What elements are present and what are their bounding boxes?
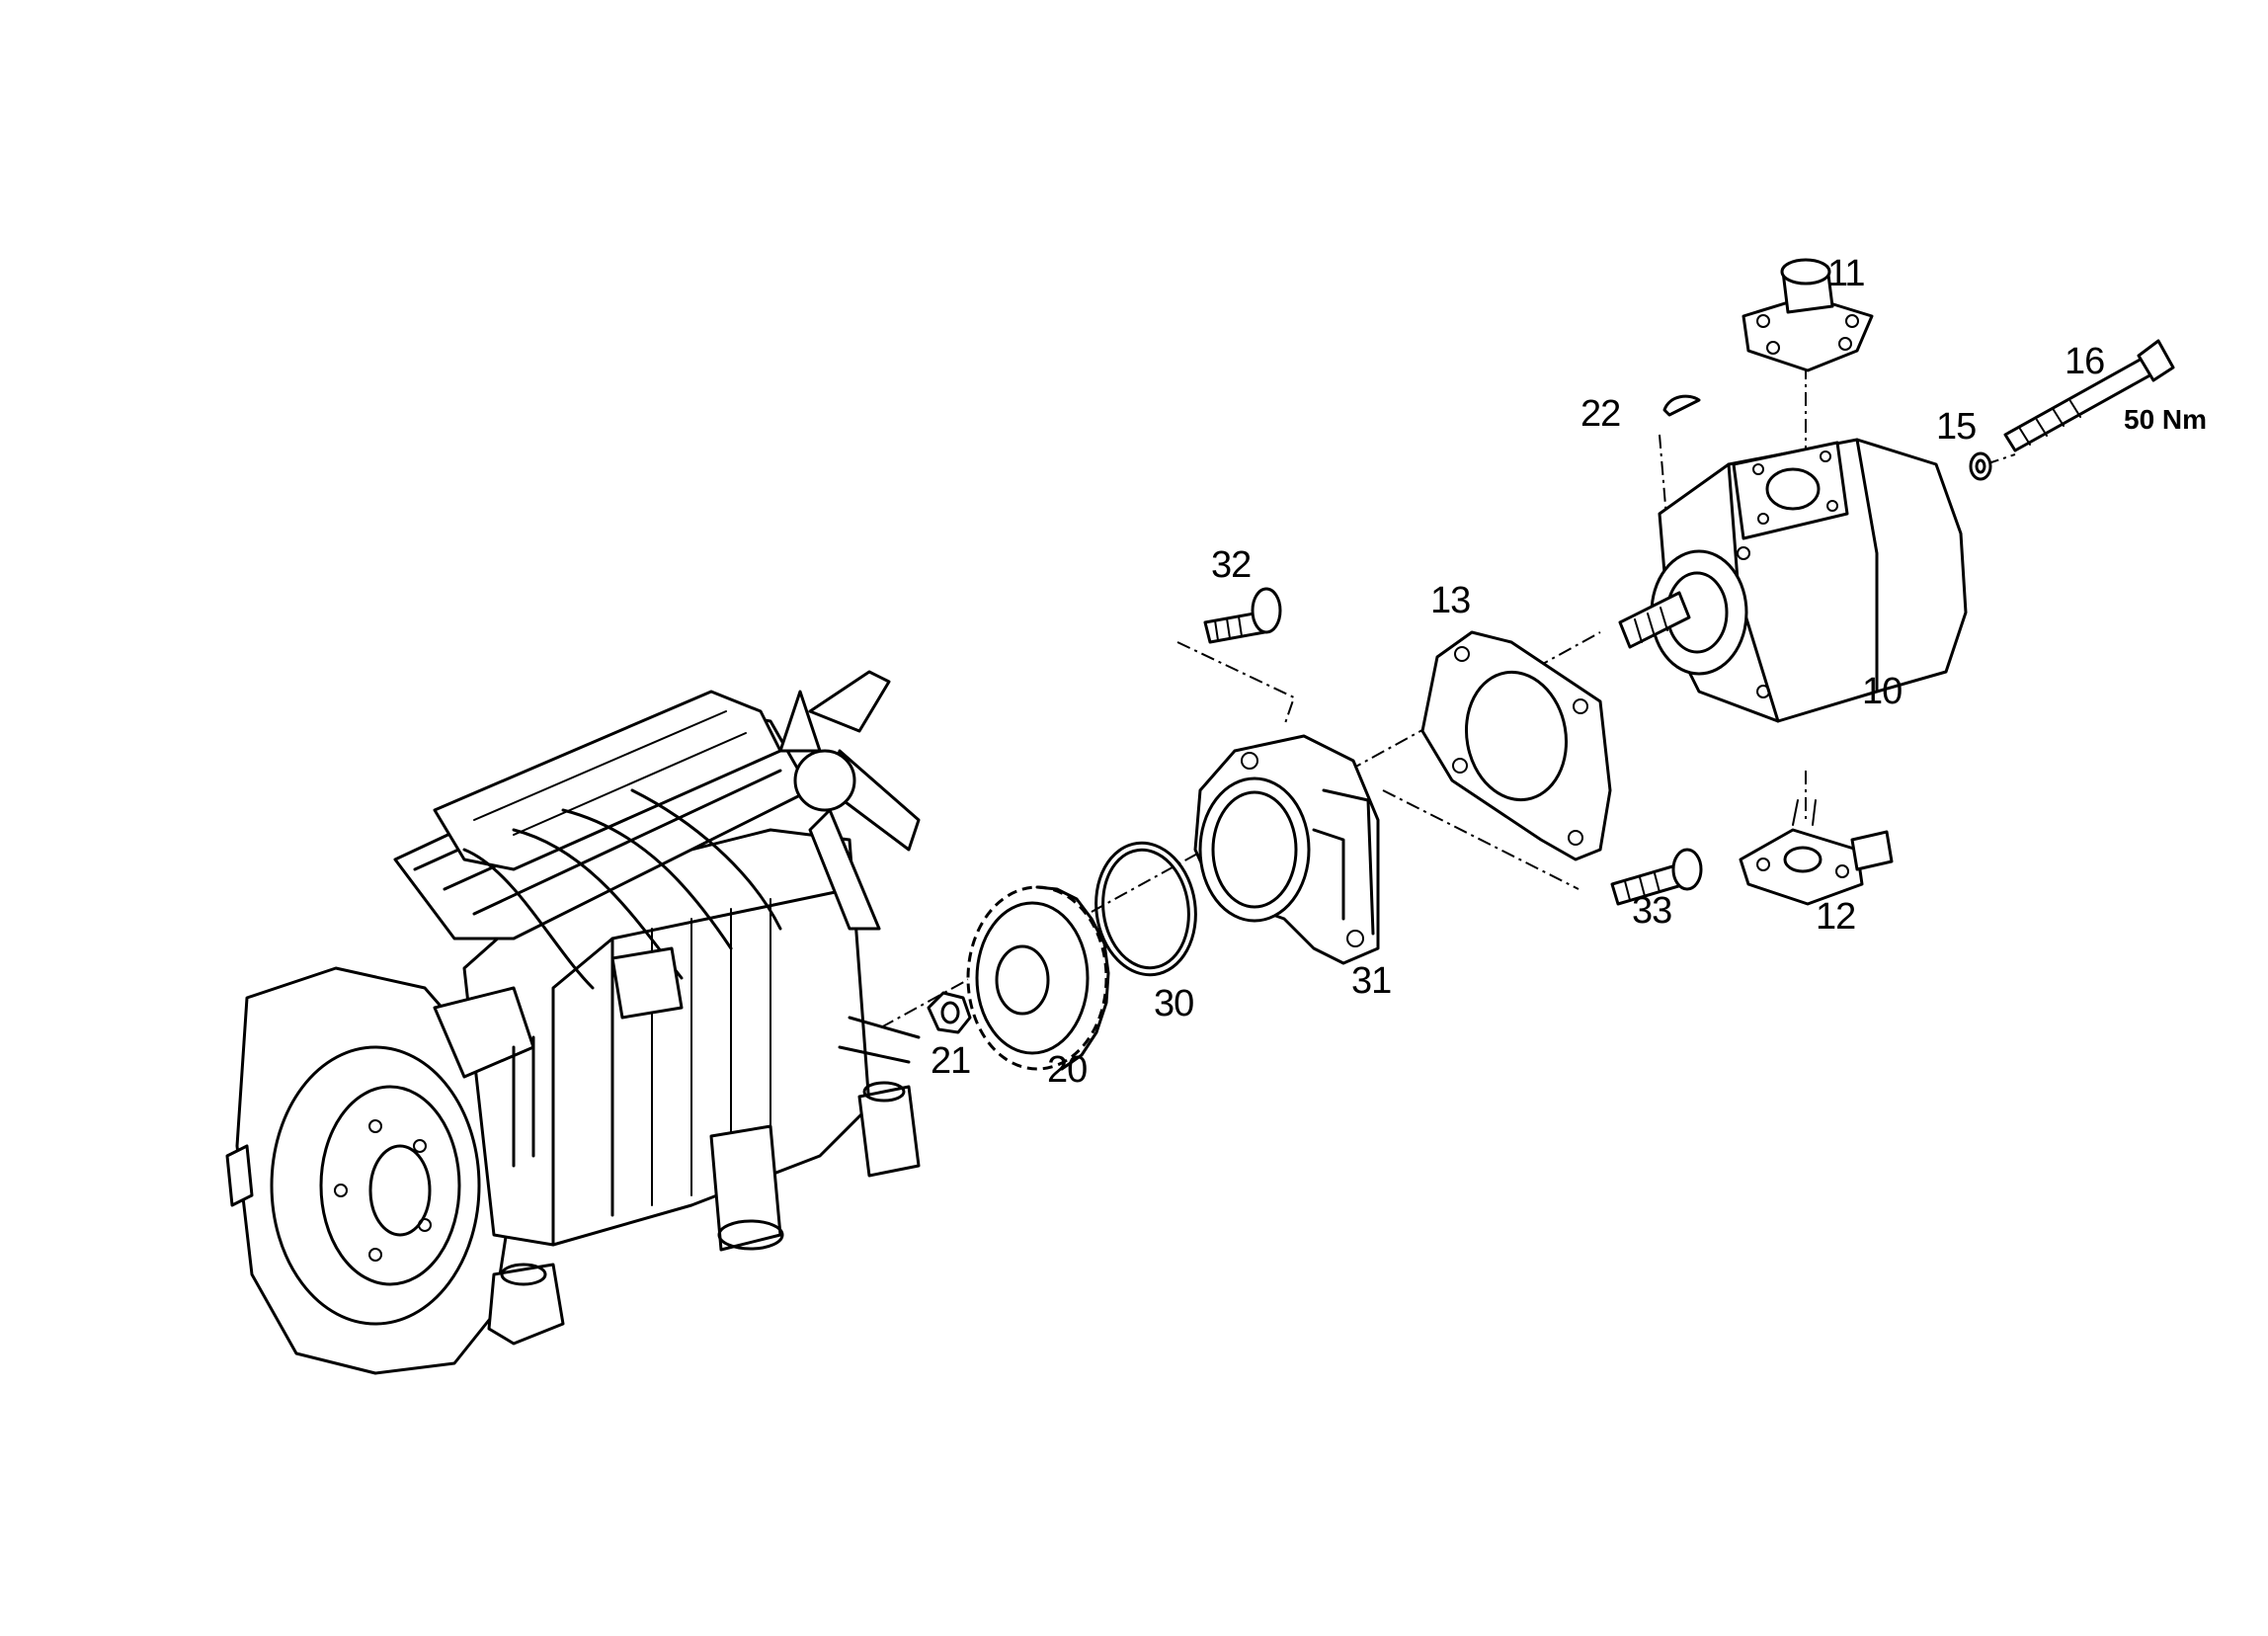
callout-12: 12 bbox=[1816, 896, 1855, 938]
callout-22: 22 bbox=[1580, 393, 1620, 435]
callout-13: 13 bbox=[1430, 580, 1470, 621]
torque-spec-label: 50 Nm bbox=[2124, 404, 2207, 435]
part-13-gasket bbox=[1420, 630, 1612, 861]
callout-32: 32 bbox=[1211, 544, 1251, 586]
part-12-port-flange-lower bbox=[1739, 799, 1894, 906]
callout-33: 33 bbox=[1632, 890, 1671, 932]
part-16-bolt bbox=[2003, 339, 2175, 452]
part-32-screw bbox=[1203, 587, 1282, 644]
part-33-screw bbox=[1610, 848, 1703, 906]
callout-10: 10 bbox=[1862, 671, 1902, 712]
callout-labels: 11 16 50 Nm 22 15 32 13 10 33 12 30 31 2… bbox=[931, 253, 2207, 1091]
callout-21: 21 bbox=[931, 1040, 970, 1082]
part-21-nut bbox=[927, 991, 972, 1034]
part-30-o-ring bbox=[1094, 841, 1197, 977]
callout-31: 31 bbox=[1351, 960, 1391, 1002]
part-31-flange-housing bbox=[1193, 734, 1380, 965]
callout-30: 30 bbox=[1154, 983, 1193, 1024]
part-15-washer bbox=[1969, 451, 1992, 481]
part-11-port-flange-upper bbox=[1742, 258, 1874, 372]
part-22-woodruff-key bbox=[1662, 394, 1701, 417]
part-20-gear bbox=[966, 885, 1110, 1071]
part-10-hydraulic-pump bbox=[1618, 438, 1968, 723]
callout-15: 15 bbox=[1936, 406, 1976, 448]
callout-11: 11 bbox=[1827, 253, 1864, 294]
callout-20: 20 bbox=[1047, 1049, 1087, 1091]
engine-assembly bbox=[225, 670, 921, 1375]
callout-16: 16 bbox=[2065, 341, 2104, 382]
